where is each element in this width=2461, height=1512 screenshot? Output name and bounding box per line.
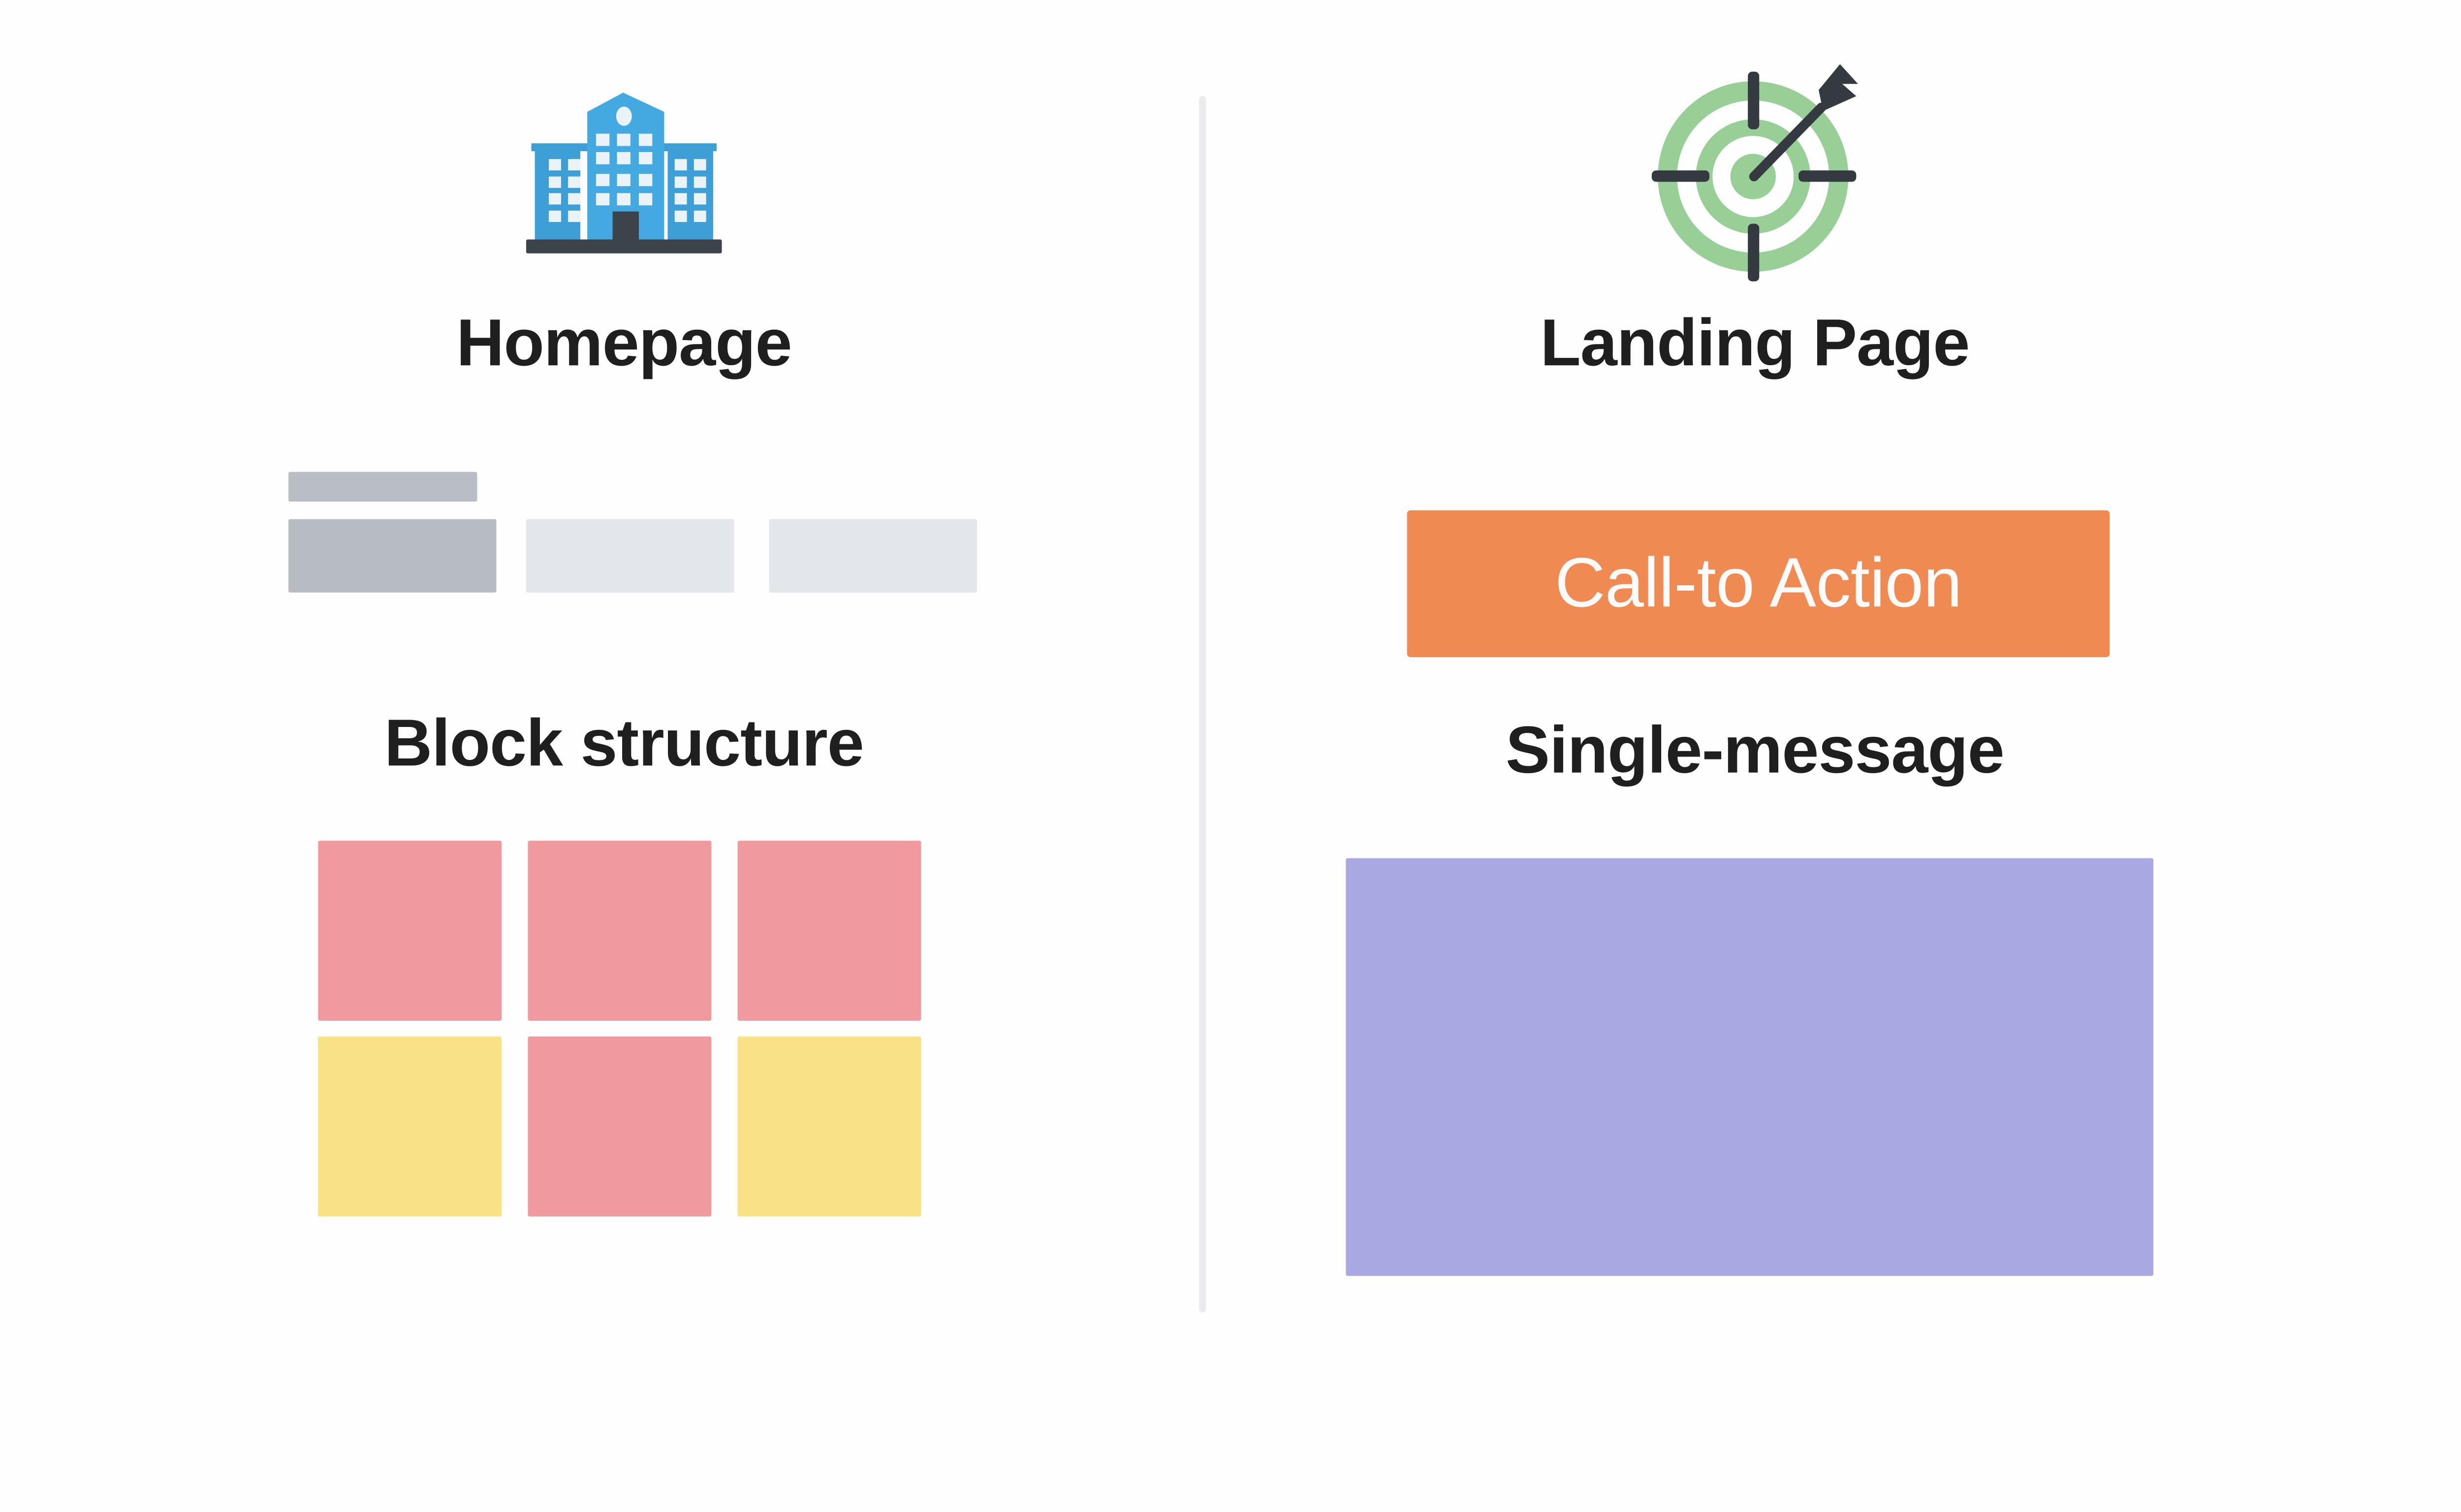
grid-block-pink xyxy=(737,841,921,1021)
grid-block-yellow xyxy=(737,1036,921,1217)
grid-block-yellow xyxy=(318,1036,502,1217)
target-icon xyxy=(1640,58,1870,295)
building-icon xyxy=(526,93,722,253)
grid-block-pink xyxy=(528,841,712,1021)
nav-small-bar xyxy=(288,472,477,502)
nav-bar-1 xyxy=(288,519,497,593)
hero-placeholder xyxy=(1346,858,2153,1276)
landing-page-title: Landing Page xyxy=(1540,308,1970,381)
grid-block-pink xyxy=(528,1036,712,1217)
grid-block-pink xyxy=(318,841,502,1021)
block-structure-label: Block structure xyxy=(384,708,864,782)
nav-bar-2 xyxy=(526,519,734,593)
nav-bar-3 xyxy=(769,519,978,593)
homepage-title: Homepage xyxy=(456,308,792,381)
single-message-label: Single-message xyxy=(1506,715,2005,788)
homepage-vs-landing-page-diagram: Homepage Block structure xyxy=(288,58,2153,1313)
cta-button[interactable]: Call-to Action xyxy=(1407,510,2110,658)
block-grid xyxy=(318,841,923,1218)
section-divider xyxy=(1199,96,1206,1313)
cta-button-label: Call-to Action xyxy=(1554,544,1962,622)
